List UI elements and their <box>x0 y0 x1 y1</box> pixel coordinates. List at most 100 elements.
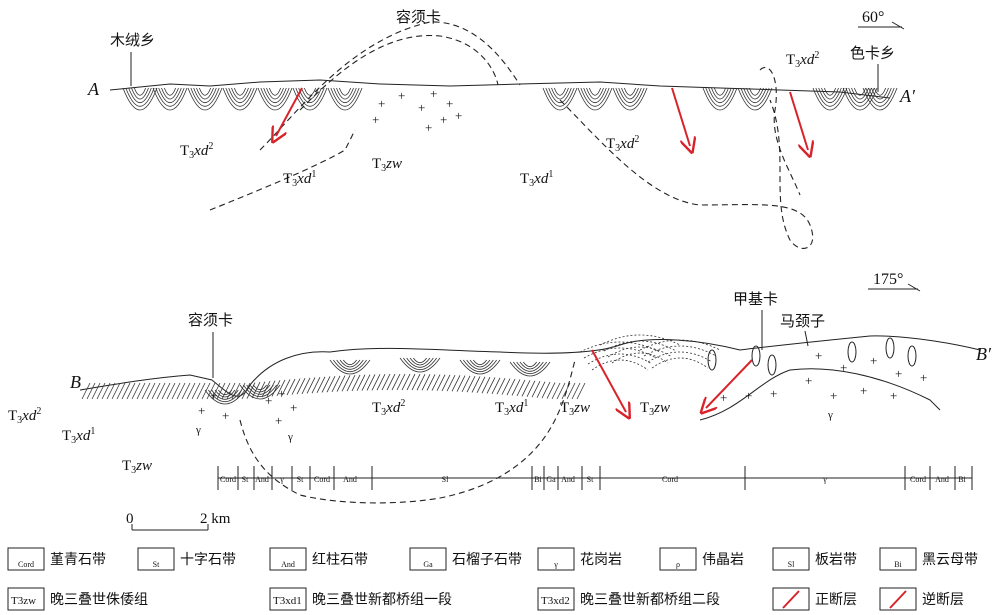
section-a-folds-left <box>122 87 898 111</box>
section-a-start-letter: A <box>87 79 100 99</box>
legend-item-0: Cord 堇青石带 <box>7 547 106 571</box>
granite-a: +++++++++ <box>372 86 462 135</box>
zone-label: St <box>242 475 249 484</box>
granite-plus: + <box>372 112 379 127</box>
legend-code: And <box>281 560 295 569</box>
legend-label: 石榴子石带 <box>452 552 522 568</box>
unit-label-a-3: T3xd1 <box>520 169 553 189</box>
place-a-1: 木绒乡 <box>110 31 155 49</box>
legend-code: γ <box>553 560 558 569</box>
normal-fault-a1 <box>276 87 303 136</box>
legend-label: 晚三叠世新都桥组二段 <box>580 592 720 608</box>
legend-item-8: T3zw 晚三叠世侏倭组 <box>7 587 148 611</box>
legend-label: 逆断层 <box>922 592 964 608</box>
section-a-end-letter: A′ <box>899 86 916 106</box>
granite-plus: + <box>860 383 867 398</box>
granite-plus: + <box>745 388 752 403</box>
section-b-folds <box>81 334 917 405</box>
granite-plus: + <box>418 100 425 115</box>
zone-label: Cord <box>314 475 330 484</box>
place-a-2: 容须卡 <box>396 8 441 26</box>
place-b-3: 马颈子 <box>780 312 825 330</box>
place-a-3: 色卡乡 <box>850 44 895 62</box>
section-b-surface <box>79 335 981 397</box>
section-b: B B′ 175° 容须卡 甲基卡 马颈子 ++++++++++++++++++… <box>8 271 992 504</box>
scale-bar: 0 2 km <box>126 511 231 531</box>
granite-plus: + <box>770 386 777 401</box>
zone-label: And <box>935 475 949 484</box>
granite-gamma: γ <box>827 409 833 421</box>
zone-label: γ <box>279 475 284 484</box>
normal-fault-a2 <box>671 87 690 146</box>
legend-item-11: 正断层 <box>772 587 857 611</box>
section-b-right-boundary <box>699 368 941 421</box>
normal-fault-b2 <box>706 359 753 408</box>
legend-label: 正断层 <box>815 592 857 608</box>
legend-code: Bi <box>894 560 902 569</box>
legend-code: Cord <box>18 560 34 569</box>
legend-label: 堇青石带 <box>50 552 106 568</box>
legend-item-3: Ga 石榴子石带 <box>409 547 522 571</box>
unit-label-a-0: T3xd2 <box>180 141 213 161</box>
granite-plus: + <box>290 400 297 415</box>
legend-code: T3xd1 <box>273 595 302 607</box>
unit-label-a-5: T3xd2 <box>786 50 819 70</box>
section-a: A A′ 60° 木绒乡 容须卡 色卡乡 +++++++++ T3xd2T3xd… <box>87 8 916 249</box>
zone-label: Cord <box>662 475 678 484</box>
legend-item-12: 逆断层 <box>879 587 964 611</box>
zone-label: Bi <box>958 475 966 484</box>
granite-plus: + <box>890 388 897 403</box>
granite-plus: + <box>455 108 462 123</box>
zone-label: γ <box>822 475 827 484</box>
granite-plus: + <box>278 386 285 401</box>
granite-plus: + <box>920 370 927 385</box>
legend-label: 晚三叠世侏倭组 <box>50 592 148 608</box>
legend-label: 黑云母带 <box>922 552 978 568</box>
unit-label-b-5: T3zw <box>560 400 590 418</box>
section-a-azimuth: 60° <box>862 9 884 26</box>
unit-label-b-4: T3xd1 <box>495 398 528 418</box>
dashed-fold-right <box>759 67 801 196</box>
zone-label: Cord <box>910 475 926 484</box>
granite-plus: + <box>446 96 453 111</box>
granite-plus: + <box>840 360 847 375</box>
legend-item-10: T3xd2 晚三叠世新都桥组二段 <box>537 587 720 611</box>
granite-plus: + <box>830 388 837 403</box>
scale-zero: 0 <box>126 511 134 527</box>
place-b-1: 容须卡 <box>188 311 233 329</box>
eroded-fold-inner <box>299 34 499 111</box>
granite-plus: + <box>815 348 822 363</box>
unit-label-b-0: T3xd2 <box>8 406 41 426</box>
legend-code: ρ <box>676 560 680 569</box>
legend-item-9: T3xd1 晚三叠世新都桥组一段 <box>269 587 452 611</box>
zone-label: St <box>587 475 594 484</box>
place-b-2: 甲基卡 <box>733 290 778 308</box>
section-a-base-boundary <box>209 129 356 211</box>
legend-label: 红柱石带 <box>312 552 368 568</box>
legend-code: T3zw <box>11 595 36 607</box>
unit-label-b-2: T3zw <box>122 458 152 476</box>
legend-item-7: Bi 黑云母带 <box>879 547 978 571</box>
zone-label: Cord <box>220 475 236 484</box>
normal-fault-b1 <box>591 349 626 412</box>
zone-label: And <box>255 475 269 484</box>
legend-label: 晚三叠世新都桥组一段 <box>312 592 452 608</box>
section-b-azimuth: 175° <box>873 271 903 288</box>
section-b-end-letter: B′ <box>976 344 992 364</box>
legend-label: 十字石带 <box>180 552 236 568</box>
zone-label: Ga <box>546 475 556 484</box>
section-a-base-boundary-right <box>559 99 814 249</box>
zone-label: Bi <box>534 475 542 484</box>
legend-code: T3xd2 <box>541 595 570 607</box>
granite-plus: + <box>265 393 272 408</box>
normal-fault-a3 <box>789 91 808 150</box>
section-a-surface <box>109 79 891 99</box>
legend-code: Ga <box>423 560 433 569</box>
